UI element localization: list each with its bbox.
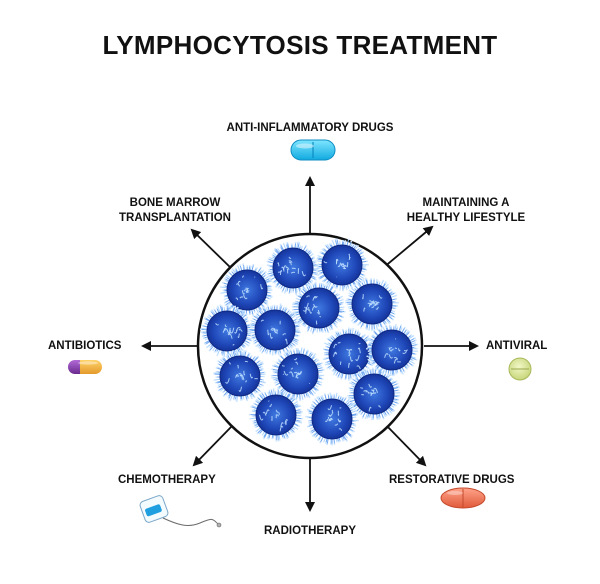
arrows [141,176,479,512]
label-anti-inflammatory-drugs: ANTI-INFLAMMATORY DRUGS [226,122,394,134]
orange-oval-tablet-icon [440,487,486,509]
lymphocyte-cells [199,238,419,446]
lymphocyte-cell [213,349,266,403]
lymphocyte-cell [347,367,401,421]
label-healthy-lifestyle-line2: HEALTHY LIFESTYLE [406,211,526,224]
lymphocyte-cell [305,392,359,446]
lymphocyte-cell [291,281,346,335]
lymphocyte-cell [345,277,399,332]
iv-drip-bag-icon [139,495,222,528]
label-bone-marrow-line2: TRANSPLANTATION [118,211,231,224]
label-restorative-drugs: RESTORATIVE DRUGS [389,474,515,486]
arrow-up-left [190,228,234,271]
label-antibiotics: ANTIBIOTICS [48,340,122,352]
page-title: LYMPHOCYTOSIS TREATMENT [102,30,498,60]
label-healthy-lifestyle-line1: MAINTAINING A [422,197,510,209]
label-healthy-lifestyle: MAINTAINING A HEALTHY LIFESTYLE [406,196,526,225]
label-antiviral: ANTIVIRAL [486,340,548,352]
arrow-down-right [384,423,427,467]
lymphocyte-cell [270,347,325,402]
lymphocyte-cell [248,388,303,442]
round-green-tablet-icon [508,357,532,381]
lymphocyte-cell [366,323,419,377]
arrow-down-left [192,424,234,467]
label-bone-marrow-line1: BONE MARROW [129,197,221,209]
label-bone-marrow-transplantation: BONE MARROW TRANSPLANTATION [110,196,240,225]
label-radiotherapy: RADIOTHERAPY [263,525,356,537]
blue-capsule-tablet-icon [290,139,336,161]
label-chemotherapy: CHEMOTHERAPY [118,474,216,486]
purple-orange-capsule-icon [68,360,102,374]
arrow-up-right [382,225,434,269]
